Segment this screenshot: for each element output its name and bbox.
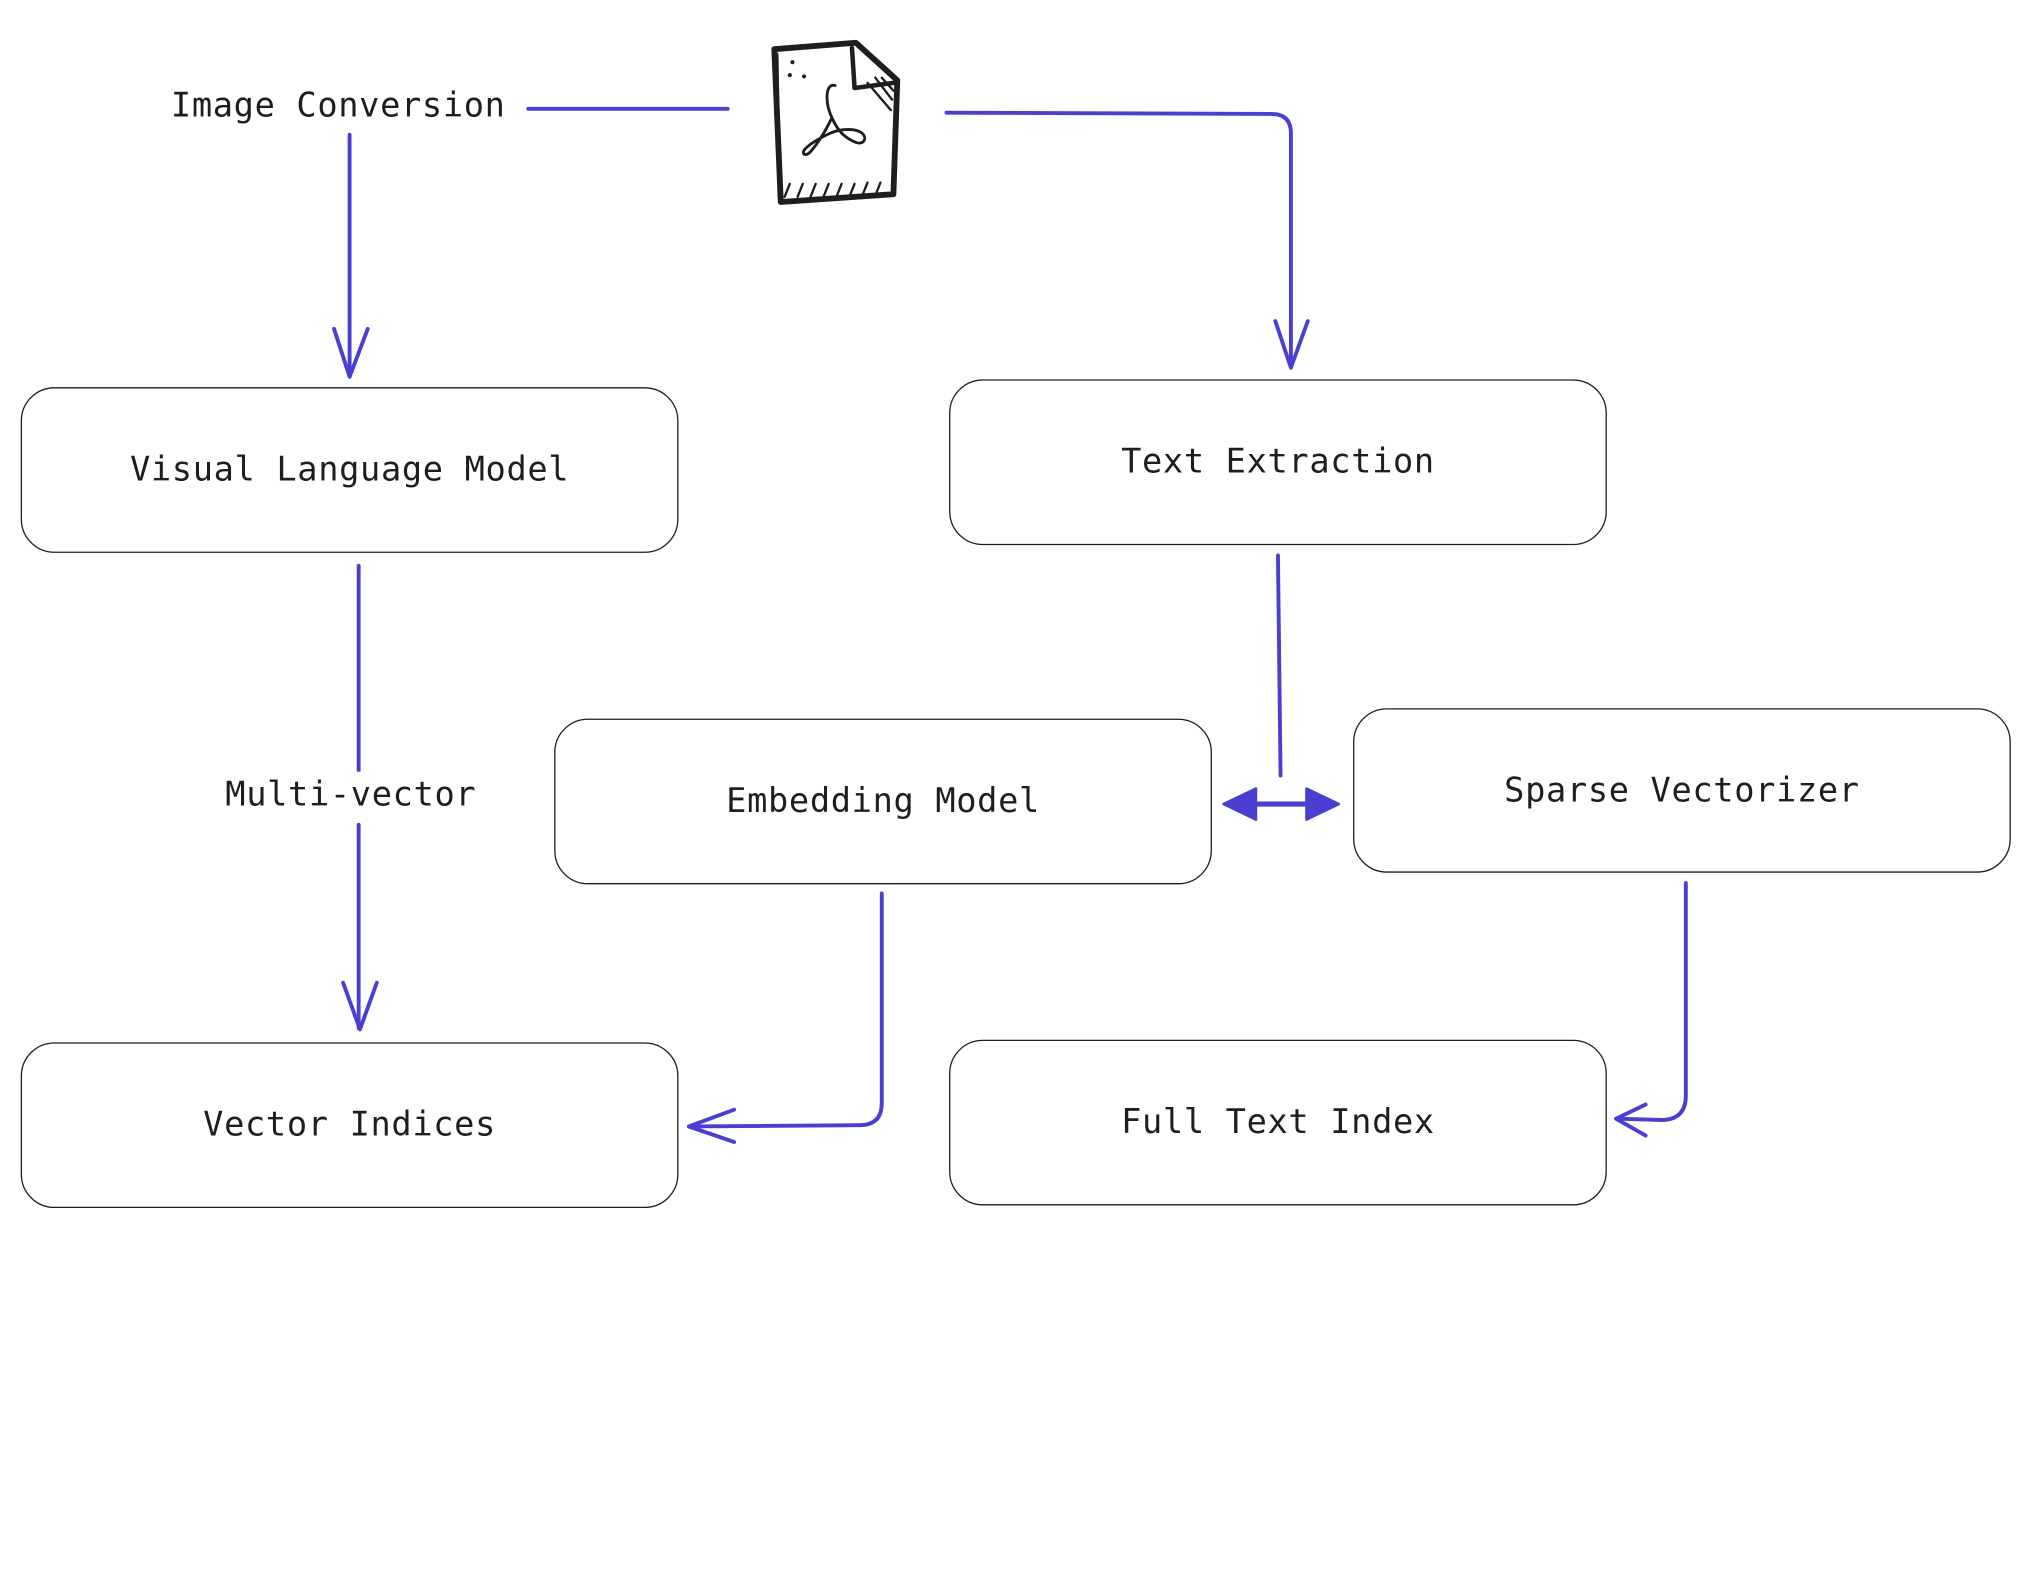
bidirectional-arrow bbox=[1222, 787, 1341, 821]
arrowhead-vector-indices-right bbox=[686, 1107, 737, 1144]
vector-indices-node[interactable]: Vector Indices bbox=[20, 1042, 679, 1209]
sparse-vectorizer-node[interactable]: Sparse Vectorizer bbox=[1353, 708, 2011, 873]
full-text-index-label: Full Text Index bbox=[1121, 1103, 1435, 1143]
sparse-vectorizer-label: Sparse Vectorizer bbox=[1504, 771, 1860, 810]
full-text-index-node[interactable]: Full Text Index bbox=[949, 1039, 1607, 1206]
embedding-model-node[interactable]: Embedding Model bbox=[554, 718, 1212, 885]
arrow-pdf-to-text-extraction bbox=[944, 110, 1293, 369]
vector-indices-label: Vector Indices bbox=[203, 1105, 497, 1145]
arrow-embedding-to-vector-indices bbox=[686, 891, 884, 1129]
text-extraction-label: Text Extraction bbox=[1121, 442, 1435, 482]
embedding-model-label: Embedding Model bbox=[726, 782, 1040, 821]
multi-vector-label: Multi-vector bbox=[220, 771, 482, 819]
arrowhead-text-extraction bbox=[1273, 319, 1310, 370]
arrow-sparse-to-full-text bbox=[1615, 881, 1688, 1122]
visual-language-model-label: Visual Language Model bbox=[129, 450, 570, 490]
pdf-document-icon bbox=[771, 39, 901, 205]
visual-language-model-node[interactable]: Visual Language Model bbox=[20, 387, 679, 553]
arrowhead-vlm bbox=[332, 326, 370, 379]
connector-text-extraction-down bbox=[1276, 553, 1283, 778]
diagram-connectors bbox=[332, 39, 1688, 1144]
arrowhead-full-text-index bbox=[1613, 1102, 1648, 1138]
arrowhead-vector-indices-top bbox=[341, 980, 379, 1032]
image-conversion-label: Image Conversion bbox=[165, 82, 511, 130]
text-extraction-node[interactable]: Text Extraction bbox=[949, 379, 1607, 546]
